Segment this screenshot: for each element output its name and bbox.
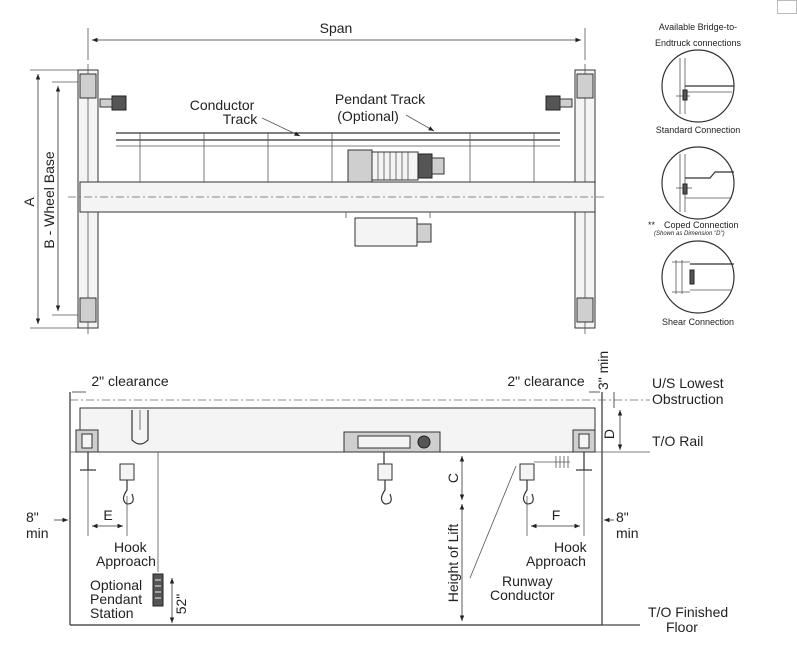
left-gearbox [99, 98, 113, 108]
pendant-label-2: Pendant [90, 591, 142, 607]
dim-a-label: A [21, 197, 37, 207]
runway-conductor-leader [469, 465, 517, 579]
pendant-track-label-1: Pendant Track [335, 91, 426, 107]
hook-approach-right-2: Approach [526, 553, 586, 569]
top-min-label: 3" min [595, 351, 611, 390]
to-rail-label: T/O Rail [652, 433, 703, 449]
right-drive-motor [545, 95, 561, 111]
dim-c-label: C [445, 473, 461, 483]
left-hook [122, 480, 134, 505]
dim-e-label: E [103, 507, 112, 523]
right-clearance-label: 2" clearance [507, 373, 585, 389]
right-wheel-bottom [576, 297, 594, 323]
height-of-lift-label: Height of Lift [445, 524, 461, 603]
standard-connection-label: Standard Connection [656, 125, 741, 135]
center-hook [380, 480, 392, 505]
left-clearance-label: 2" clearance [91, 373, 169, 389]
left-min-word: min [26, 525, 49, 541]
hoist-drum-elevation [417, 435, 431, 449]
obstruction-label-1: U/S Lowest [652, 375, 724, 391]
obstruction-label-2: Obstruction [652, 391, 724, 407]
coped-prefix: ** [648, 220, 656, 230]
hoist-drum [371, 151, 419, 181]
dim-f-label: F [552, 507, 561, 523]
span-label: Span [320, 20, 353, 36]
coped-connection-label: Coped Connection [664, 220, 739, 230]
coped-connection-note: (Shown as Dimension "D") [654, 231, 725, 237]
pendant-track-label-2: (Optional) [337, 108, 398, 124]
pendant-label-1: Optional [90, 577, 142, 593]
left-wheel-bottom [79, 297, 97, 323]
runway-conductor-label-2: Conductor [490, 587, 555, 603]
right-gearbox [559, 98, 573, 108]
runway-conductor-label-1: Runway [502, 573, 553, 589]
conductor-track-leader [261, 117, 301, 137]
hoist-gearbox [417, 153, 433, 179]
shear-connection-detail [661, 240, 735, 314]
left-drive-motor [111, 95, 127, 111]
center-hook-block [377, 463, 393, 481]
floor-label-2: Floor [666, 619, 698, 635]
hook-approach-right-1: Hook [554, 539, 588, 555]
right-hook [522, 480, 534, 505]
track-hangers [139, 133, 535, 182]
connections-panel: Available Bridge-to- Endtruck connection… [648, 22, 742, 327]
dim-d-label: D [601, 429, 617, 439]
top-view: Span A B - Wheel Base [21, 20, 606, 334]
left-wheel-top [79, 73, 97, 99]
hook-approach-left-1: Hook [114, 539, 148, 555]
conductor-track-label-2: Track [223, 111, 258, 127]
bridge-elevation [79, 407, 596, 453]
hoist-motor-left [347, 149, 373, 183]
floor-label-1: T/O Finished [648, 604, 728, 620]
right-wheel-top [576, 73, 594, 99]
coped-connection-detail [661, 146, 735, 220]
connections-title-2: Endtruck connections [655, 38, 742, 48]
trolley-frame [354, 217, 418, 247]
right-hook-block [519, 463, 535, 481]
pendant-height-label: 52" [173, 594, 189, 615]
side-view: 2" clearance 2" clearance 3" min U/S Low… [26, 351, 728, 635]
left-hook-block [119, 463, 135, 481]
pendant-station [152, 573, 164, 607]
pendant-label-3: Station [90, 605, 134, 621]
right-min-word: min [616, 525, 639, 541]
shear-connection-label: Shear Connection [662, 317, 734, 327]
conductor-track-label-1: Conductor [190, 97, 255, 113]
hoist-drum-grooves [377, 152, 409, 180]
festoon-cable-loop [131, 410, 149, 445]
hoist-brake [431, 157, 445, 175]
pendant-buttons [155, 579, 161, 599]
runway-collector [555, 456, 569, 468]
wheel-base-label: B - Wheel Base [41, 151, 57, 248]
connections-title-1: Available Bridge-to- [659, 22, 737, 32]
right-min-value: 8" [616, 509, 629, 525]
hook-approach-left-2: Approach [96, 553, 156, 569]
corner-placeholder-box [777, 0, 797, 14]
trolley-motor [416, 223, 432, 243]
left-min-value: 8" [26, 509, 39, 525]
pendant-track-leader [405, 114, 435, 132]
